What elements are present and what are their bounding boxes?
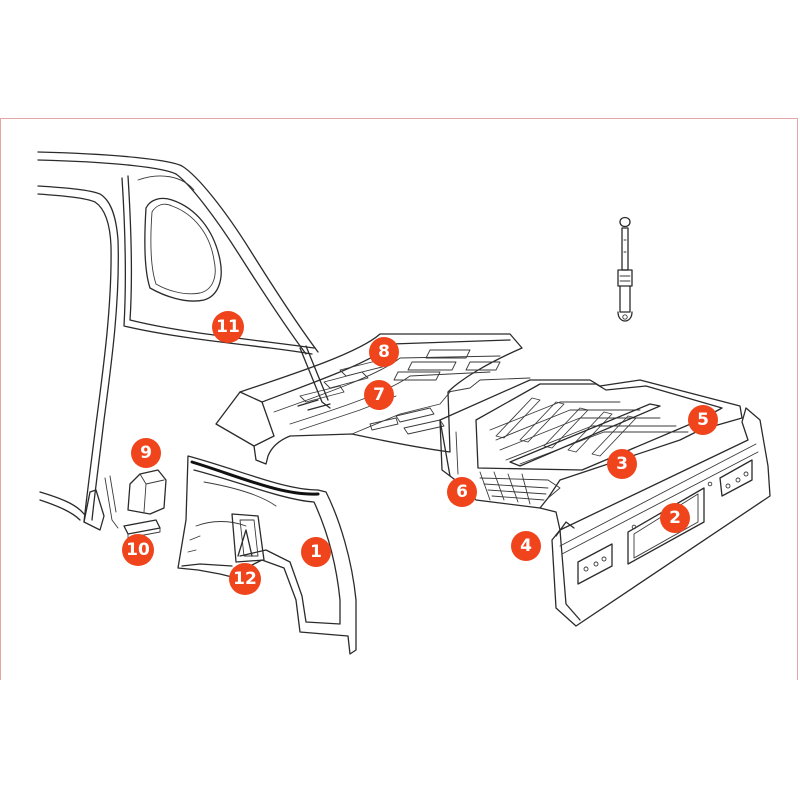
- rear-floor-drawing: [439, 379, 743, 509]
- badge-circle: [607, 449, 637, 479]
- badge-part-7[interactable]: 7: [364, 380, 394, 410]
- quarter-panel-drawing: [37, 151, 319, 531]
- badge-part-5[interactable]: 5: [688, 405, 718, 435]
- badge-label: 2: [669, 508, 681, 528]
- badge-circle: [688, 405, 718, 435]
- badge-label: 6: [456, 482, 468, 502]
- badge-part-2[interactable]: 2: [660, 503, 690, 533]
- rear-panel-drawing: [539, 407, 771, 627]
- badge-label: 1: [310, 542, 322, 562]
- badge-circle: [447, 477, 477, 507]
- badge-circle: [131, 438, 161, 468]
- badge-part-6[interactable]: 6: [447, 477, 477, 507]
- badge-circle: [301, 537, 331, 567]
- badge-part-1[interactable]: 1: [301, 537, 331, 567]
- badge-label: 10: [126, 540, 150, 560]
- badge-label: 7: [373, 385, 385, 405]
- badge-circle: [122, 534, 154, 566]
- badge-circle: [511, 531, 541, 561]
- badge-label: 9: [140, 443, 152, 463]
- badge-circle: [369, 337, 399, 367]
- badge-part-4[interactable]: 4: [511, 531, 541, 561]
- bracket-drawing: [127, 469, 167, 515]
- badge-part-8[interactable]: 8: [369, 337, 399, 367]
- plate-drawing: [123, 519, 161, 539]
- badge-circle: [212, 311, 244, 343]
- badge-label: 11: [216, 317, 240, 337]
- shock-absorber-drawing: [617, 216, 633, 322]
- badge-circle: [660, 503, 690, 533]
- badge-label: 12: [233, 569, 257, 589]
- badge-part-11[interactable]: 11: [212, 311, 244, 343]
- badge-part-10[interactable]: 10: [122, 534, 154, 566]
- badge-part-3[interactable]: 3: [607, 449, 637, 479]
- badge-part-9[interactable]: 9: [131, 438, 161, 468]
- part-badges: 11 8 7 5 3 9 6 2: [122, 311, 718, 595]
- badge-circle: [229, 563, 261, 595]
- badge-label: 5: [697, 410, 709, 430]
- badge-circle: [364, 380, 394, 410]
- badge-label: 4: [520, 536, 532, 556]
- badge-label: 3: [616, 454, 628, 474]
- diagram-frame: [0, 118, 798, 680]
- badge-label: 8: [378, 342, 390, 362]
- badge-part-12[interactable]: 12: [229, 563, 261, 595]
